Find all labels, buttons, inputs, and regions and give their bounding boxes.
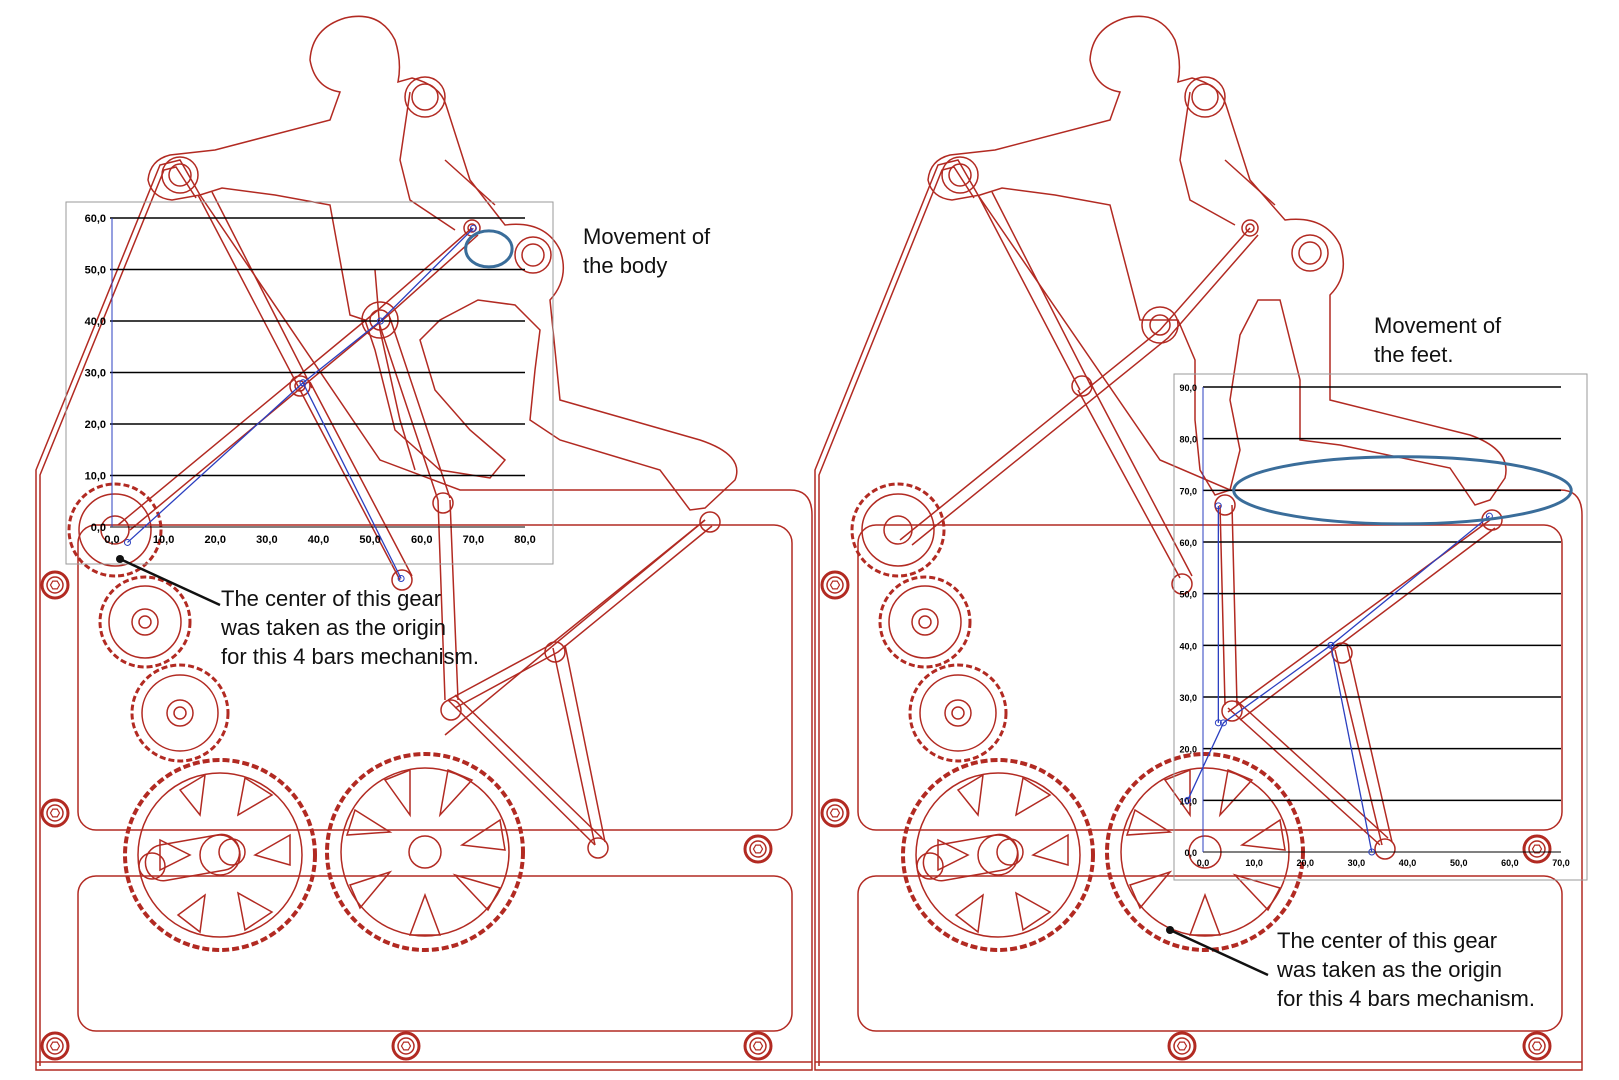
linkage-point-0-0-0: [123, 538, 131, 546]
x-tick-label-0-0: 0,0: [104, 534, 119, 546]
x-tick-label-1-5: 50,0: [1450, 858, 1468, 868]
linkage-point-1-0-1: [1219, 719, 1227, 727]
y-tick-label-1-2: 20,0: [1179, 745, 1197, 755]
y-tick-label-0-1: 10,0: [85, 471, 106, 483]
y-tick-label-0-5: 50,0: [85, 265, 106, 277]
large-gear-2-left: [325, 752, 525, 952]
x-tick-label-0-1: 10,0: [153, 534, 174, 546]
right-mechanism-panel: [814, 15, 1583, 1071]
top-slot-left: [77, 524, 793, 831]
x-tick-label-0-2: 20,0: [205, 534, 226, 546]
trajectory-curve-1: [1232, 455, 1573, 526]
x-tick-label-1-3: 30,0: [1348, 858, 1366, 868]
linkage-point-1-0-0: [1184, 796, 1192, 804]
large-gear-1-left: [123, 758, 317, 952]
linkage-path-1-0: [1187, 515, 1490, 801]
annotation-origin-left: The center of this gear was taken as the…: [221, 586, 479, 669]
x-tick-label-1-0: 0,0: [1197, 858, 1210, 868]
left-mechanism-panel: [35, 15, 813, 1071]
x-tick-label-0-5: 50,0: [359, 534, 380, 546]
origin-gear-left: [67, 482, 163, 578]
y-tick-label-0-4: 40,0: [85, 316, 106, 328]
rider-body-left: [147, 15, 738, 511]
linkage-path-0-0: [127, 227, 474, 543]
y-tick-label-1-1: 10,0: [1179, 796, 1197, 806]
x-tick-label-1-1: 10,0: [1245, 858, 1263, 868]
origin-dot-right: [1166, 926, 1174, 934]
y-tick-label-1-3: 30,0: [1179, 693, 1197, 703]
x-tick-label-0-8: 80,0: [514, 534, 535, 546]
x-tick-label-1-6: 60,0: [1501, 858, 1519, 868]
y-tick-label-0-6: 60,0: [85, 213, 106, 225]
y-tick-label-1-7: 70,0: [1179, 486, 1197, 496]
linkage-point-0-1-1: [397, 575, 405, 582]
frame-outline-right: [814, 159, 1583, 1071]
linkage-point-1-1-0: [1327, 641, 1335, 649]
trajectory-curve-0: [464, 229, 514, 269]
x-tick-label-0-3: 30,0: [256, 534, 277, 546]
frame-inner-left: [39, 166, 197, 1066]
x-tick-label-0-7: 70,0: [463, 534, 484, 546]
annotation-feet-movement: Movement of the feet.: [1374, 313, 1502, 367]
linkage-point-0-0-3: [469, 224, 477, 232]
x-tick-label-1-7: 70,0: [1552, 858, 1570, 868]
linkage-point-1-2-0: [1214, 502, 1222, 510]
linkage-path-0-1: [302, 382, 402, 579]
feet-movement-chart: 0,0 10,0 20,0 30,0 40,0 50,0 60,0 70,0 80,0 90,0 0…: [1173, 373, 1588, 881]
y-tick-label-1-0: 0,0: [1184, 848, 1197, 858]
y-tick-label-1-4: 40,0: [1179, 641, 1197, 651]
rider-body-right: [927, 15, 1507, 506]
chart-frame-body: [65, 201, 554, 565]
linkage-point-1-1-1: [1368, 848, 1376, 856]
frame-outline-left: [35, 159, 813, 1071]
y-tick-label-0-2: 20,0: [85, 419, 106, 431]
y-tick-label-1-5: 50,0: [1179, 590, 1197, 600]
linkage-point-0-0-2: [376, 317, 384, 325]
x-tick-label-0-4: 40,0: [308, 534, 329, 546]
annotation-body-movement: Movement of the body: [583, 224, 711, 278]
y-tick-label-0-3: 30,0: [85, 368, 106, 380]
linkage-point-1-2-1: [1214, 719, 1222, 727]
origin-pointer-left: [119, 557, 221, 607]
annotation-origin-right: The center of this gear was taken as the…: [1277, 928, 1535, 1011]
body-movement-chart: 0,0 10,0 20,0 30,0 40,0 50,0 60,0 0,0 10,0 20,0 30…: [65, 201, 554, 582]
linkage-point-0-1-0: [299, 379, 307, 387]
y-tick-label-1-6: 60,0: [1179, 538, 1197, 548]
origin-dot-left: [116, 555, 124, 563]
y-tick-label-0-0: 0,0: [91, 522, 106, 534]
x-tick-label-0-6: 60,0: [411, 534, 432, 546]
x-tick-label-1-2: 20,0: [1297, 858, 1315, 868]
linkage-path-1-1: [1330, 645, 1373, 853]
origin-pointer-right: [1169, 928, 1269, 977]
y-tick-label-1-8: 80,0: [1179, 435, 1197, 445]
y-tick-label-1-9: 90,0: [1179, 383, 1197, 393]
chart-frame-feet: [1173, 373, 1588, 881]
bottom-slot-left: [77, 875, 793, 1032]
x-tick-label-1-4: 40,0: [1399, 858, 1417, 868]
